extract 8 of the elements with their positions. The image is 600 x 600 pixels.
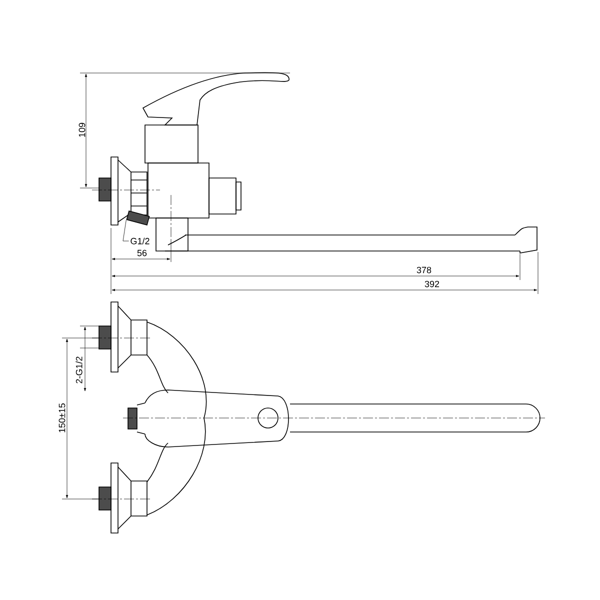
dimension-label: 378 [416, 266, 432, 274]
dimension-label: 150±15 [58, 403, 66, 432]
thread-label: G1/2 [130, 238, 150, 244]
dimension-label: 56 [137, 250, 147, 256]
dimension-label: 392 [424, 280, 440, 288]
leader-line [122, 220, 130, 242]
dimension-label: 2-G1/2 [76, 356, 82, 384]
dimension-label: 109 [78, 122, 86, 137]
